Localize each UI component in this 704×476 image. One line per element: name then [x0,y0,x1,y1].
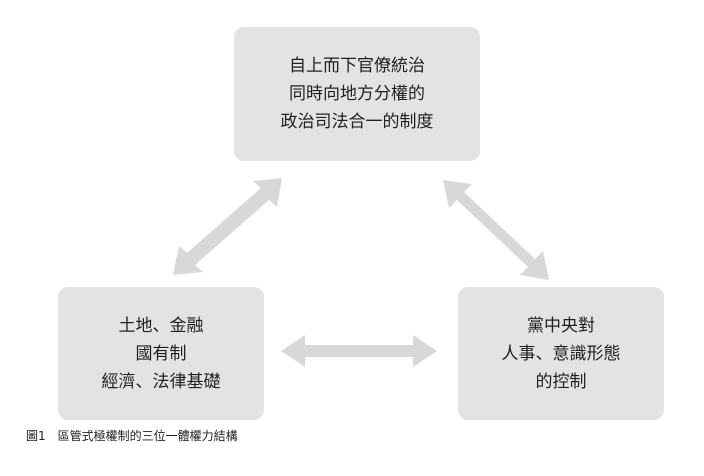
node-top-line-2: 同時向地方分權的 [289,84,425,104]
node-left-line-3: 經濟、法律基礎 [101,371,221,392]
node-top: 自上而下官僚統治 同時向地方分權的 政治司法合一的制度 [234,27,480,161]
node-top-line-3: 政治司法合一的制度 [280,112,434,132]
node-right-line-3: 的控制 [535,371,587,392]
node-left-line-2: 國有制 [135,343,187,364]
figure-number: 圖1 [26,429,46,443]
arrow-top-left [173,178,282,275]
node-right: 黨中央對 人事、意識形態 的控制 [458,287,664,420]
node-right-line-2: 人事、意識形態 [501,343,621,364]
arrow-top-right [443,180,549,280]
node-left: 土地、金融 國有制 經濟、法律基礎 [58,287,264,420]
figure-caption: 圖1 區管式極權制的三位一體權力結構 [26,427,238,444]
node-top-line-1: 自上而下官僚統治 [289,56,425,76]
figure-caption-text: 區管式極權制的三位一體權力結構 [57,429,238,443]
node-left-line-1: 土地、金融 [118,315,204,336]
arrow-horizontal [281,335,437,367]
node-right-line-1: 黨中央對 [527,315,595,336]
